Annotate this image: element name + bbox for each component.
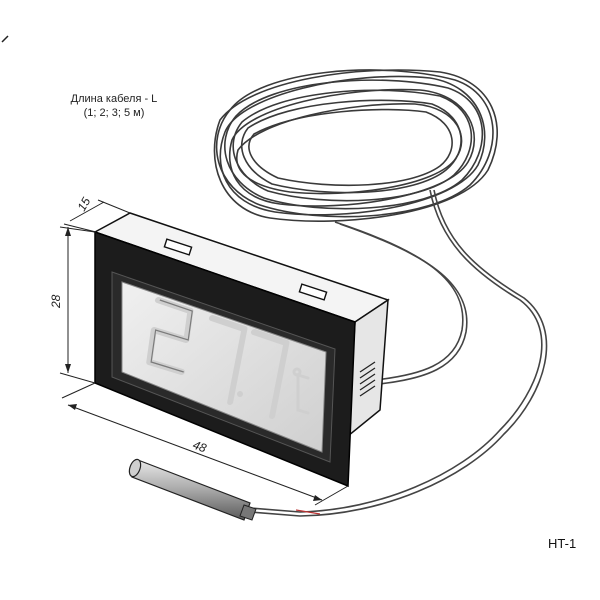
corner-mark	[1, 35, 9, 43]
lcd-digit-7a	[208, 315, 248, 405]
cable-leads	[249, 189, 548, 517]
dimension-lines	[59, 199, 349, 506]
lcd-digit-7b	[250, 329, 290, 419]
lcd-reading	[146, 297, 310, 419]
mounting-tab-left	[163, 238, 193, 256]
cable-length-line1: Длина кабеля - L	[70, 93, 158, 105]
mounting-tab-right	[298, 283, 328, 301]
cable-length-note: Длина кабеля - L (1; 2; 3; 5 м)	[58, 92, 170, 120]
cable-coil	[213, 69, 498, 222]
lcd-unit-celsius	[292, 367, 310, 415]
dimension-depth-label: 15	[74, 195, 93, 214]
temperature-probe	[128, 458, 257, 521]
dimension-height-label: 28	[49, 294, 63, 309]
lcd-decimal-point	[237, 391, 243, 397]
model-label: HT-1	[548, 536, 577, 551]
cable-length-line2: (1; 2; 3; 5 м)	[83, 107, 145, 119]
dimension-width-label: 48	[191, 438, 209, 456]
